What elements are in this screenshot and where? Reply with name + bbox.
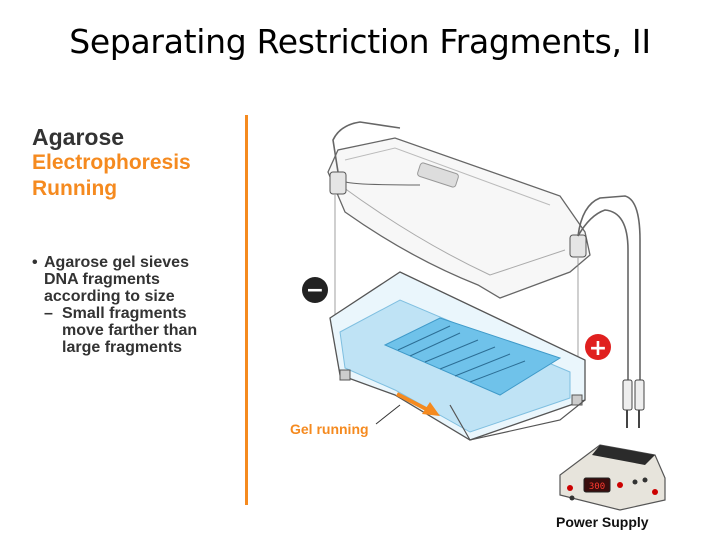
positive-electrode-icon: + — [585, 334, 611, 361]
migration-arrow — [396, 392, 440, 416]
bullet-main-line-3: according to size — [44, 288, 175, 305]
gel-running-pointer — [375, 404, 401, 425]
alignment-guides — [334, 195, 579, 370]
bullet-sub-line-3: large fragments — [62, 339, 183, 356]
bullet-list: • Agarose gel sieves DNA fragments accor… — [32, 254, 242, 356]
power-supply-label: Power Supply — [556, 514, 649, 530]
power-supply-icon: 300 — [559, 444, 666, 511]
lead-plugs — [622, 379, 645, 428]
bullet-main: • Agarose gel sieves DNA fragments accor… — [32, 254, 242, 305]
power-leads — [332, 121, 641, 380]
bullet-sub: – Small fragments move farther than larg… — [32, 305, 242, 356]
orange-divider — [245, 115, 248, 505]
positive-sign: + — [589, 336, 607, 361]
section-heading: Agarose Electrophoresis Running — [32, 124, 242, 202]
bullet-main-line-1: Agarose gel sieves — [44, 254, 189, 271]
heading-line-3: Running — [32, 177, 118, 200]
display-value: 300 — [589, 482, 605, 492]
bullet-dot: • — [32, 254, 38, 271]
heading-line-2: Electrophoresis — [32, 151, 191, 174]
electrophoresis-diagram: − + 300 — [302, 121, 666, 511]
page-title: Separating Restriction Fragments, II — [69, 22, 651, 61]
gel-running-label: Gel running — [290, 421, 369, 437]
chamber-lid — [327, 137, 591, 299]
gel-tank — [329, 271, 586, 441]
heading-line-1: Agarose — [32, 124, 125, 150]
negative-sign: − — [306, 278, 324, 303]
bullet-sub-line-2: move farther than — [62, 322, 198, 339]
bullet-sub-line-1: Small fragments — [62, 305, 187, 322]
negative-electrode-icon: − — [302, 277, 328, 303]
bullet-dash: – — [44, 305, 53, 322]
bullet-main-line-2: DNA fragments — [44, 271, 160, 288]
